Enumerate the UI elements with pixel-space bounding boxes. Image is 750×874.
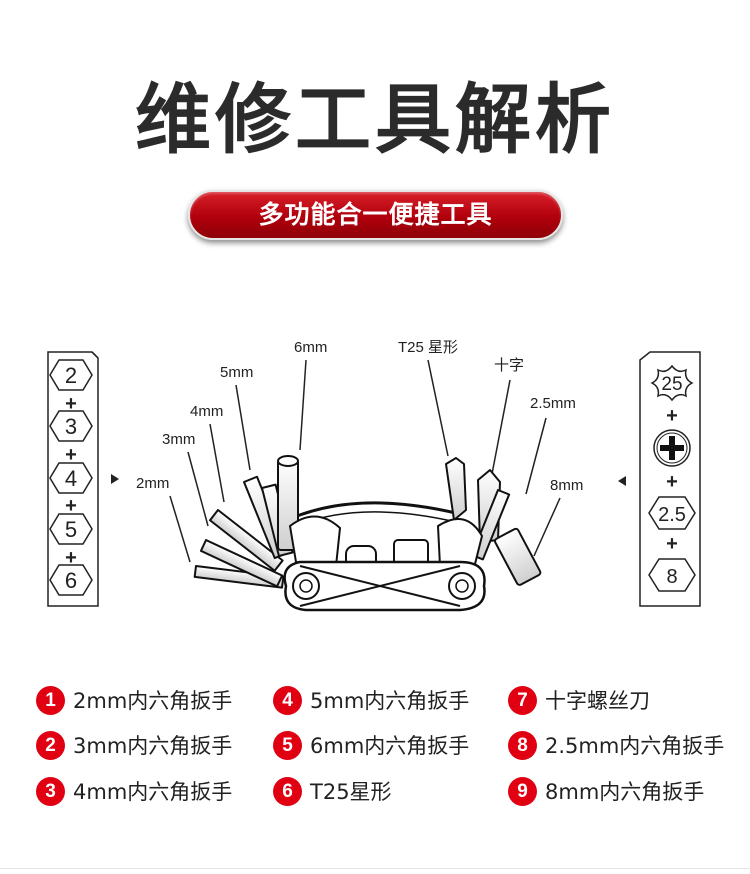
callout-8mm: 8mm	[550, 477, 583, 494]
left-hex-3: 3	[49, 410, 93, 442]
bit-hex-8mm	[494, 527, 542, 586]
right-plus-1: +	[666, 405, 678, 427]
page-title: 维修工具解析	[135, 75, 615, 164]
legend-label-8: 2.5mm内六角扳手	[545, 734, 725, 758]
bit-fold-left	[289, 515, 341, 567]
left-plus-1: +	[65, 393, 77, 415]
left-plus-2: +	[65, 444, 77, 466]
legend-item-6: 6 T25星形	[273, 776, 503, 808]
callout-3mm: 3mm	[162, 431, 195, 448]
bit-hex-3mm	[199, 539, 284, 588]
legend-label-6: T25星形	[310, 780, 392, 804]
callout-5mm: 5mm	[220, 364, 253, 381]
left-hex-6: 6	[49, 564, 93, 596]
left-size-panel: 2 + 3 + 4 + 5 + 6	[47, 351, 99, 607]
right-hex-2-5-label: 2.5	[658, 504, 686, 526]
legend-item-5: 5 6mm内六角扳手	[273, 730, 503, 762]
left-plus-4: +	[65, 547, 77, 569]
bit-t25-torx	[445, 457, 467, 521]
left-hex-4: 4	[49, 462, 93, 494]
left-arrow-icon	[111, 474, 119, 484]
legend-label-4: 5mm内六角扳手	[310, 689, 470, 713]
tool-diagram: 2 + 3 + 4 + 5 + 6 25 + + 2.5 +	[47, 339, 701, 612]
callout-2mm: 2mm	[136, 475, 169, 492]
bit-hex-2mm	[193, 565, 285, 589]
callout-6mm: 6mm	[294, 339, 327, 356]
tool-frame-arc	[291, 501, 461, 520]
left-hex-2: 2	[49, 359, 93, 391]
left-hex-4-label: 4	[65, 466, 77, 491]
legend-label-9: 8mm内六角扳手	[545, 780, 705, 804]
legend-label-7: 十字螺丝刀	[545, 689, 650, 713]
bit-fold-right	[437, 517, 483, 569]
legend-number-7: 7	[508, 686, 537, 715]
right-size-panel: 25 + + 2.5 + 8	[639, 351, 701, 607]
legend-item-1: 1 2mm内六角扳手	[36, 685, 266, 717]
legend-item-8: 8 2.5mm内六角扳手	[508, 730, 738, 762]
legend-number-5: 5	[273, 731, 302, 760]
callout-2-5mm: 2.5mm	[530, 395, 576, 412]
bit-hex-4mm	[208, 508, 284, 572]
left-hex-5: 5	[49, 513, 93, 545]
subtitle-badge: 多功能合一便捷工具	[188, 190, 563, 240]
right-panel-frame	[639, 351, 701, 607]
legend-number-6: 6	[273, 777, 302, 806]
multitool-drawing	[193, 455, 542, 612]
right-torx-label: 25	[661, 374, 682, 395]
right-hex-2-5: 2.5	[648, 496, 696, 530]
legend-number-1: 1	[36, 686, 65, 715]
legend-item-3: 3 4mm内六角扳手	[36, 776, 266, 808]
right-hex-8: 8	[648, 558, 696, 592]
left-plus-3: +	[65, 495, 77, 517]
legend-item-9: 9 8mm内六角扳手	[508, 776, 738, 808]
right-arrow-icon	[618, 476, 626, 486]
left-hex-5-label: 5	[65, 517, 77, 542]
left-hex-3-label: 3	[65, 414, 77, 439]
right-torx-25: 25	[650, 364, 694, 402]
callout-4mm: 4mm	[190, 403, 223, 420]
legend-label-1: 2mm内六角扳手	[73, 689, 233, 713]
leader-lines	[169, 359, 561, 563]
bottom-divider	[0, 868, 750, 869]
legend-item-2: 2 3mm内六角扳手	[36, 730, 266, 762]
right-plus-3: +	[666, 533, 678, 555]
legend-number-9: 9	[508, 777, 537, 806]
left-hex-6-label: 6	[65, 568, 77, 593]
legend-number-2: 2	[36, 731, 65, 760]
legend-number-3: 3	[36, 777, 65, 806]
legend-label-3: 4mm内六角扳手	[73, 780, 233, 804]
legend-label-5: 6mm内六角扳手	[310, 734, 470, 758]
right-hex-8-label: 8	[666, 566, 677, 588]
left-hex-2-label: 2	[65, 363, 77, 388]
legend-label-2: 3mm内六角扳手	[73, 734, 233, 758]
callout-t25: T25 星形	[398, 339, 458, 356]
right-plus-2: +	[666, 471, 678, 493]
callout-phillips: 十字	[494, 357, 524, 374]
legend-item-4: 4 5mm内六角扳手	[273, 685, 503, 717]
phillips-bit-icon	[653, 429, 691, 467]
legend-item-7: 7 十字螺丝刀	[508, 685, 738, 717]
legend-number-4: 4	[273, 686, 302, 715]
legend-number-8: 8	[508, 731, 537, 760]
